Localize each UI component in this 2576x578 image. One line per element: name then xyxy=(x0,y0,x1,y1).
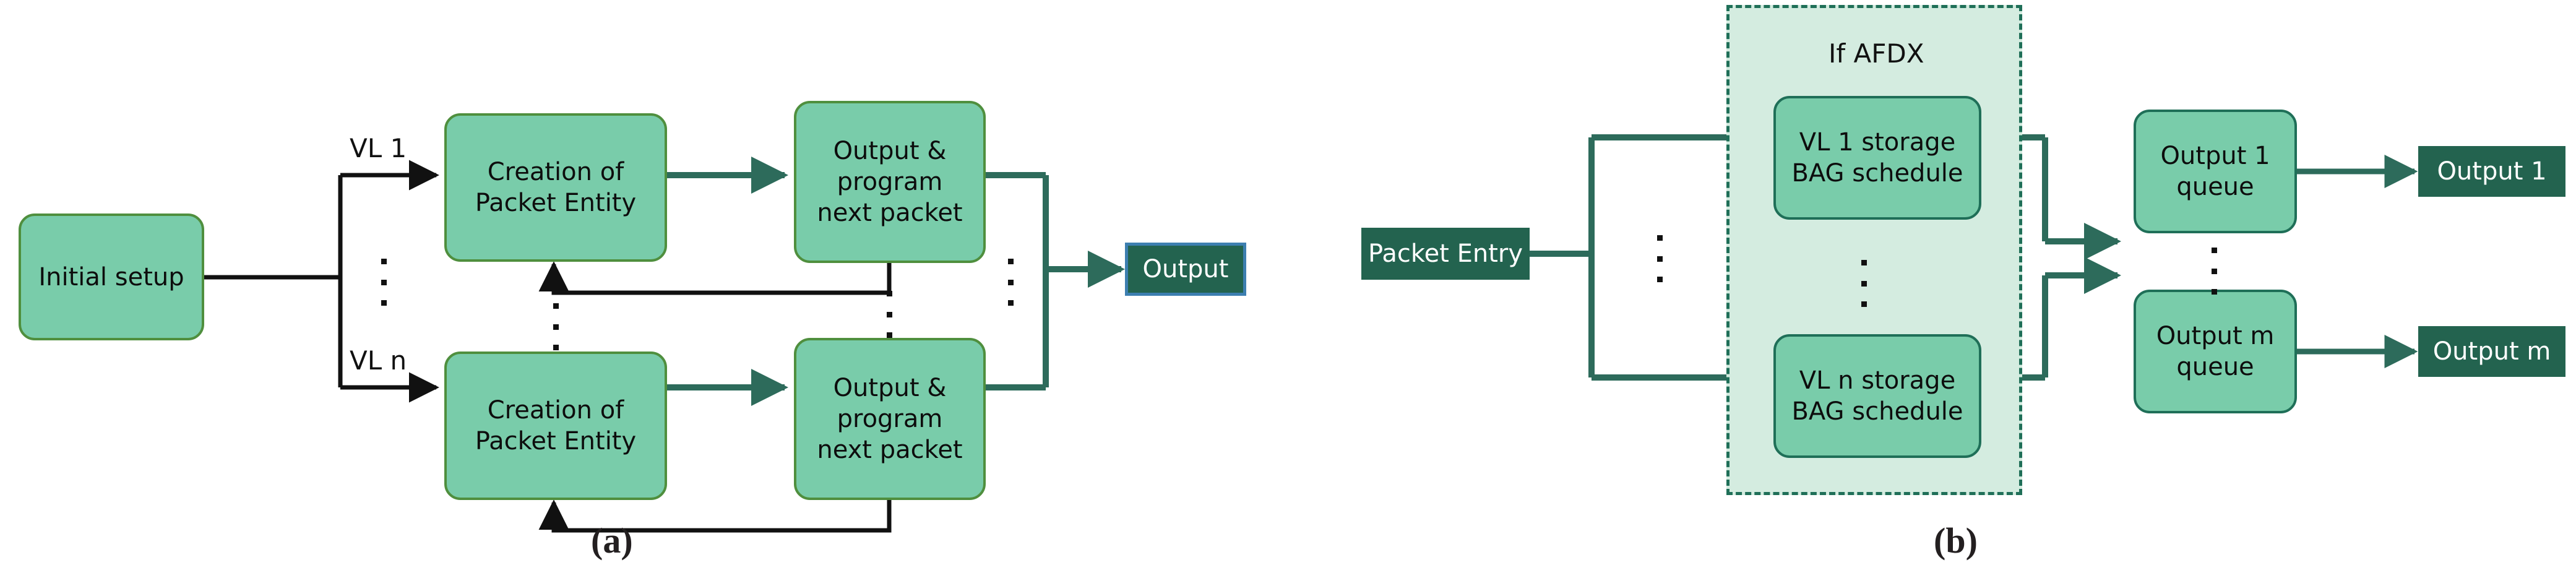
node-packet-entry[interactable]: Packet Entry xyxy=(1361,228,1530,280)
edge-label-vl-n: VL n xyxy=(350,345,407,376)
ellipsis-output-queue-column xyxy=(2211,248,2217,295)
node-packet-entry-label: Packet Entry xyxy=(1368,239,1523,268)
region-if-afdx-title: If AFDX xyxy=(1829,38,1924,69)
edge-label-vl-1: VL 1 xyxy=(350,133,407,163)
node-output-terminal-a-label: Output xyxy=(1142,255,1229,283)
caption-panel-a: (a) xyxy=(591,520,633,561)
node-output-terminal-bottom[interactable]: Output m xyxy=(2418,326,2565,377)
caption-panel-b: (b) xyxy=(1934,520,1978,561)
node-output-terminal-top-label: Output 1 xyxy=(2437,157,2547,186)
node-initial-setup[interactable]: Initial setup xyxy=(19,214,204,340)
ellipsis-creation-column xyxy=(553,303,559,350)
ellipsis-merge-column xyxy=(1007,259,1014,306)
edge-packet-entry-to-bus xyxy=(1528,137,1595,377)
ellipsis-vl-bus xyxy=(381,259,387,306)
edge-feedback-top xyxy=(538,261,892,295)
node-output-terminal-top[interactable]: Output 1 xyxy=(2418,146,2565,197)
ellipsis-vl-storage-column xyxy=(1861,260,1867,307)
ellipsis-output-program-column xyxy=(886,291,892,338)
node-output-terminal-a[interactable]: Output xyxy=(1125,243,1246,296)
edge-merge-bus-a xyxy=(986,172,1049,390)
node-output-terminal-bottom-label: Output m xyxy=(2432,337,2551,366)
node-initial-setup-label: Initial setup xyxy=(38,262,184,291)
ellipsis-packet-entry-bus xyxy=(1656,235,1663,282)
edge-initial-setup-to-bus xyxy=(204,175,343,387)
